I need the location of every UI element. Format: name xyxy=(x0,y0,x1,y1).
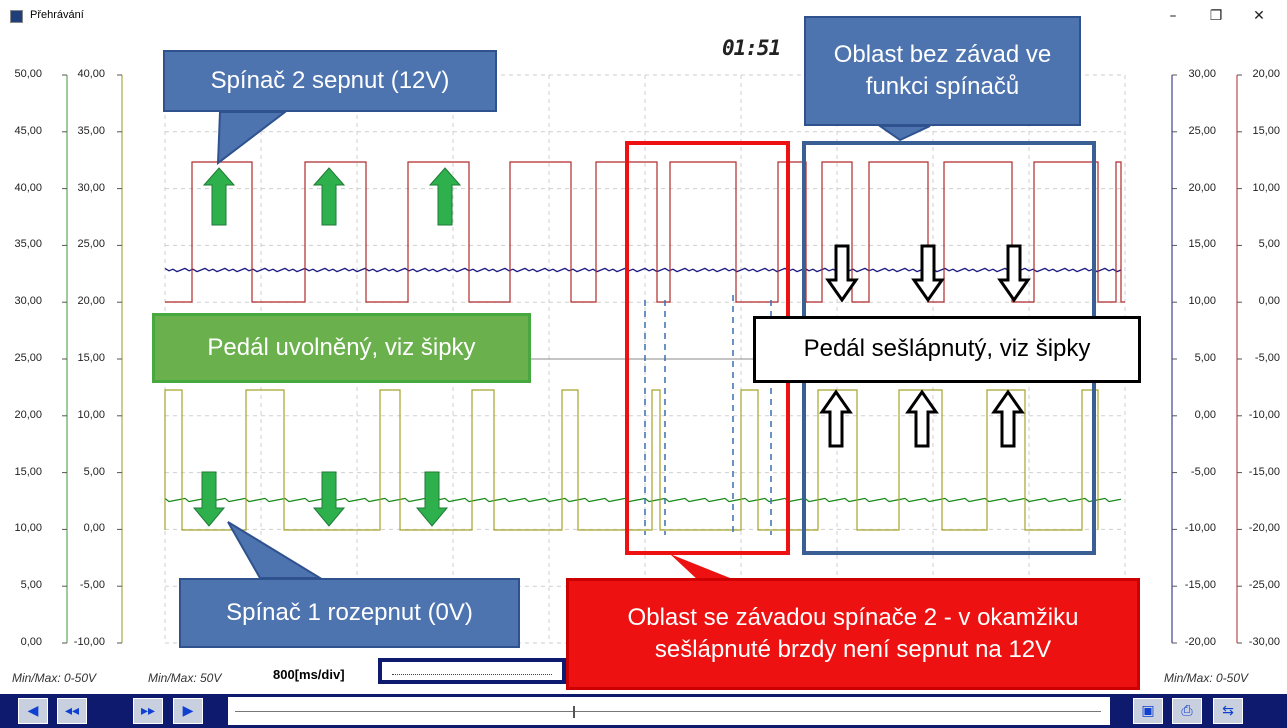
timebase-label: 800[ms/div] xyxy=(273,667,345,682)
axis-left2-tick-label: 25,00 xyxy=(77,238,105,251)
axis-right1-tick-label: 20,00 xyxy=(1188,181,1216,194)
axis-left1-tick-label: 15,00 xyxy=(14,465,42,478)
axis-left2-tick-label: 0,00 xyxy=(83,522,105,535)
axis-ticks xyxy=(62,74,1242,644)
trace-green xyxy=(164,497,1122,503)
axis-right1-tick-label: -20,00 xyxy=(1184,636,1216,648)
zoom-slider[interactable] xyxy=(378,658,566,684)
arrows-up-black xyxy=(819,389,1025,448)
axis-left1-tick-label: 50,00 xyxy=(14,68,42,80)
minmax-label-3: Min/Max: 0-50V xyxy=(1164,671,1249,685)
arrows-down-green xyxy=(192,471,449,527)
timeline-track xyxy=(235,711,1101,712)
axis-right1-tick-label: 25,00 xyxy=(1188,124,1216,137)
axis-left1-tick-label: 25,00 xyxy=(14,352,42,364)
axis-right2-tick-label: 15,00 xyxy=(1252,124,1280,137)
axis-left1-tick-label: 45,00 xyxy=(14,124,42,137)
axis-left2-tick-label: 30,00 xyxy=(77,181,105,194)
axis-left2-tick-label: 20,00 xyxy=(77,295,105,308)
callout-tail-switch2 xyxy=(216,111,288,166)
print-icon[interactable]: ⎙ xyxy=(1172,698,1202,724)
callout-pedal-released: Pedál uvolněný, viz šipky xyxy=(152,313,531,383)
axis-left1-tick-label: 40,00 xyxy=(14,181,42,194)
axis-right2-tick-label: 5,00 xyxy=(1258,238,1280,251)
callout-switch2-on: Spínač 2 sepnut (12V) xyxy=(163,50,497,112)
callout-fault: Oblast se závadou spínače 2 - v okamžiku… xyxy=(566,578,1140,690)
axis-right2-tick-label: -30,00 xyxy=(1248,636,1280,648)
fault-markers xyxy=(644,295,772,535)
arrows-up-green xyxy=(202,167,462,226)
export-icon[interactable]: ⇆ xyxy=(1213,698,1243,724)
callout-no-fault: Oblast bez závad ve funkci spínačů xyxy=(804,16,1081,126)
axis-right2-tick-label: -5,00 xyxy=(1254,352,1280,364)
axis-right2-tick-label: 20,00 xyxy=(1252,68,1280,80)
axis-left1-tick-label: 0,00 xyxy=(20,636,42,648)
axis-right2-tick-label: -25,00 xyxy=(1248,579,1280,592)
app-icon xyxy=(10,10,23,23)
axis-right1-tick-label: -10,00 xyxy=(1184,522,1216,535)
axis-left2-tick-label: 10,00 xyxy=(77,408,105,421)
axis-left1-tick-label: 35,00 xyxy=(14,238,42,251)
callout-switch1-open: Spínač 1 rozepnut (0V) xyxy=(179,578,520,648)
axis-right2-tick-label: -10,00 xyxy=(1248,408,1280,421)
callout-tail-ok xyxy=(876,125,931,142)
window-title: Přehrávání xyxy=(30,9,84,21)
axis-right2-tick-label: -15,00 xyxy=(1248,465,1280,478)
axis-right1-tick-label: -5,00 xyxy=(1190,465,1216,478)
rewind-icon[interactable]: ◂◂ xyxy=(57,698,87,724)
trace-olive xyxy=(164,389,1099,531)
axis-right1-tick-label: 15,00 xyxy=(1188,238,1216,251)
trace-navy xyxy=(164,267,1122,273)
minmax-label-2: Min/Max: 50V xyxy=(148,671,222,685)
close-button[interactable]: ✕ xyxy=(1253,8,1265,24)
oscilloscope-plot xyxy=(62,74,1242,644)
zoom-slider-track xyxy=(392,674,552,675)
axis-left2-tick-label: 15,00 xyxy=(77,352,105,364)
axis-right1-tick-label: 0,00 xyxy=(1194,408,1216,421)
trace-red xyxy=(165,161,1125,303)
callout-pedal-pressed: Pedál sešlápnutý, viz šipky xyxy=(753,316,1141,383)
axis-left2-tick-label: 35,00 xyxy=(77,124,105,137)
restore-button[interactable]: ❐ xyxy=(1209,8,1223,24)
axis-left1-tick-label: 20,00 xyxy=(14,408,42,421)
info-strip: Min/Max: 0-50V Min/Max: 50V 800[ms/div] … xyxy=(0,658,1287,694)
axis-left2-tick-label: -10,00 xyxy=(73,636,105,648)
axis-right1-tick-label: 10,00 xyxy=(1188,295,1216,308)
axis-left2-tick-label: 40,00 xyxy=(77,68,105,80)
axis-left2-tick-label: 5,00 xyxy=(83,465,105,478)
minmax-label-1: Min/Max: 0-50V xyxy=(12,671,97,685)
minimize-button[interactable]: – xyxy=(1169,8,1177,24)
timeline-thumb[interactable] xyxy=(573,706,575,718)
axis-left1-tick-label: 10,00 xyxy=(14,522,42,535)
title-bar: Přehrávání – ❐ ✕ xyxy=(0,0,1287,32)
arrows-down-black xyxy=(825,244,1031,303)
axis-right2-tick-label: -20,00 xyxy=(1248,522,1280,535)
skip-start-icon[interactable]: ◀ xyxy=(18,698,48,724)
axis-right2-tick-label: 10,00 xyxy=(1252,181,1280,194)
callout-tail-fault xyxy=(670,554,740,582)
axis-right1-tick-label: -15,00 xyxy=(1184,579,1216,592)
time-display: 01:51 xyxy=(722,36,781,60)
axis-left2-tick-label: -5,00 xyxy=(79,579,105,592)
axis-right1-tick-label: 30,00 xyxy=(1188,68,1216,80)
axis-right1-tick-label: 5,00 xyxy=(1194,352,1216,364)
axis-right2-tick-label: 0,00 xyxy=(1258,295,1280,308)
axis-left1-tick-label: 5,00 xyxy=(20,579,42,592)
fast-forward-icon[interactable]: ▸▸ xyxy=(133,698,163,724)
axis-left1-tick-label: 30,00 xyxy=(14,295,42,308)
timeline-slider[interactable] xyxy=(228,697,1110,725)
play-icon[interactable]: ▶ xyxy=(173,698,203,724)
save-icon[interactable]: ▣ xyxy=(1133,698,1163,724)
